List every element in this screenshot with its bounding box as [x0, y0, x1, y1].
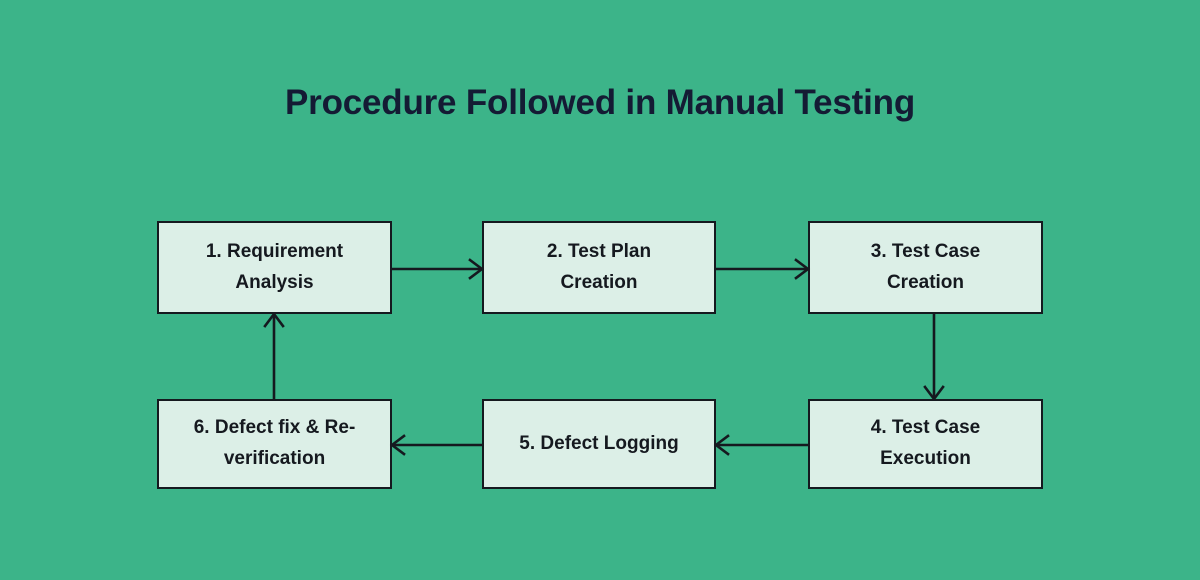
- flow-node-label-line2: Creation: [886, 271, 965, 293]
- arrow-test-case-execution-to-defect-logging: [713, 434, 810, 456]
- arrow-defect-fix-reverification-to-requirement-analysis: [263, 311, 285, 401]
- arrow-defect-logging-to-defect-fix-reverification: [389, 434, 484, 456]
- flow-node-defect-fix-reverification[interactable]: 6. Defect fix & Re-verification: [157, 399, 392, 489]
- flow-node-label-line1: 4. Test Case: [870, 417, 981, 439]
- flow-node-label: 6. Defect fix & Re-verification: [169, 413, 380, 475]
- flow-node-label: 5. Defect Logging: [494, 429, 704, 460]
- flow-node-label-line2: verification: [223, 448, 326, 469]
- flow-node-label-line2: Execution: [880, 448, 971, 469]
- arrow-requirement-analysis-to-test-plan-creation: [392, 258, 485, 280]
- flow-node-defect-logging[interactable]: 5. Defect Logging: [482, 399, 716, 489]
- flow-node-label-line2: Creation: [560, 271, 638, 293]
- flow-node-label-line1: 6. Defect fix & Re-: [193, 417, 356, 439]
- flow-node-label-line1: 5. Defect Logging: [519, 432, 679, 454]
- flow-node-label-line1: 3. Test Case: [870, 240, 981, 262]
- page-title: Procedure Followed in Manual Testing: [285, 83, 915, 122]
- arrow-test-plan-creation-to-test-case-creation: [716, 258, 811, 280]
- flow-node-label-line2: Analysis: [235, 271, 314, 293]
- arrow-test-case-creation-to-test-case-execution: [923, 313, 945, 402]
- flow-node-label-line1: 2. Test Plan: [546, 240, 652, 262]
- flow-node-label-line1: 1. Requirement: [205, 240, 344, 262]
